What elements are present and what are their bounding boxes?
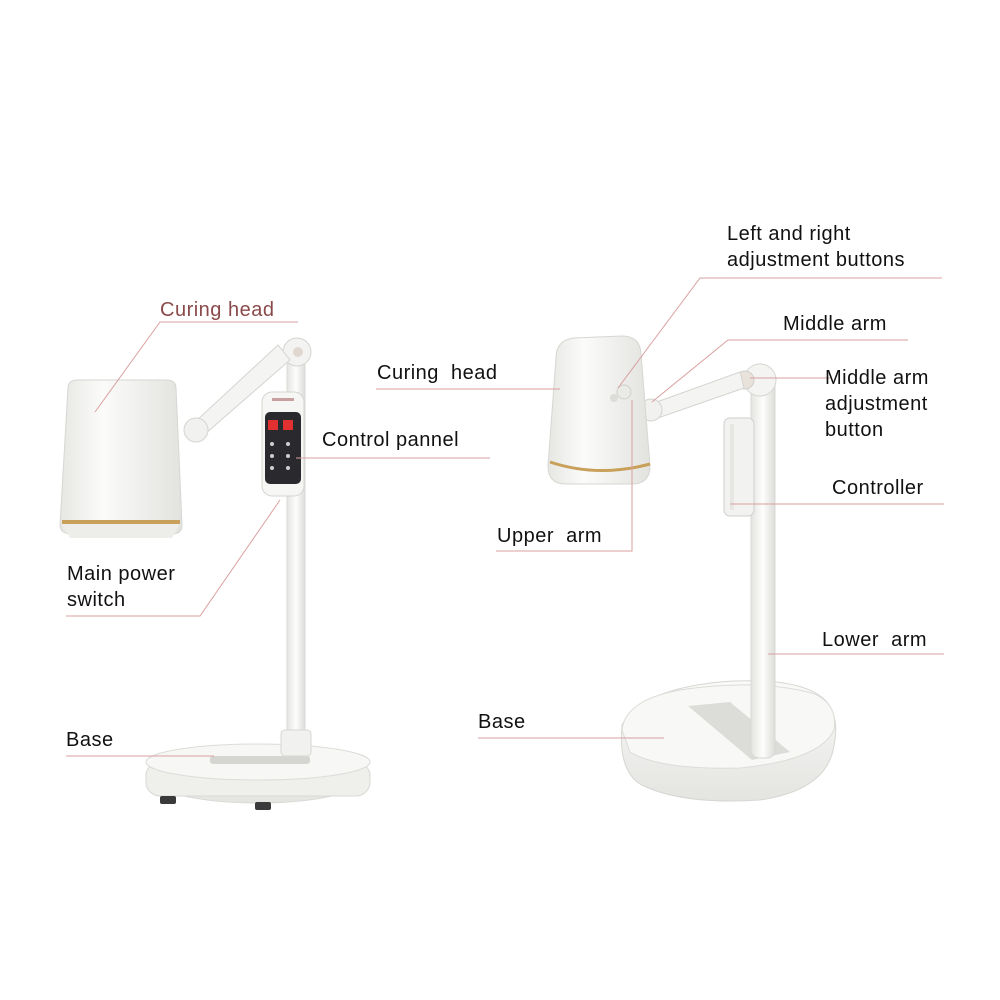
- label-left-control-panel: Control pannel: [322, 429, 460, 451]
- leader-right-upper-arm: [496, 400, 633, 552]
- label-right-left-right-buttons: Left and right adjustment buttons: [727, 223, 905, 271]
- leader-right-left-right-buttons: [617, 277, 942, 389]
- label-left-main-power-switch: Main power switch: [67, 563, 176, 611]
- left-control-panel: [261, 391, 305, 497]
- leader-left-main-power-switch: [66, 499, 281, 617]
- left-arm: [183, 337, 312, 443]
- label-right-upper-arm: Upper arm: [497, 525, 603, 547]
- label-right-curing-head: Curing head: [377, 362, 498, 384]
- left-device: [59, 337, 371, 810]
- left-curing-head: [59, 379, 183, 538]
- left-base: [145, 743, 371, 810]
- leader-right-middle-arm: [651, 339, 908, 403]
- label-right-controller: Controller: [832, 477, 924, 499]
- leader-left-curing-head: [94, 321, 298, 413]
- label-right-lower-arm: Lower arm: [822, 629, 928, 651]
- label-left-base: Base: [66, 729, 114, 751]
- leader-lines: [66, 277, 944, 757]
- label-right-middle-arm: Middle arm: [783, 313, 887, 335]
- right-curing-head: [547, 335, 651, 485]
- right-base: [620, 680, 837, 802]
- right-controller: [723, 417, 755, 517]
- label-left-curing-head: Curing head: [160, 299, 275, 321]
- label-right-base: Base: [478, 711, 526, 733]
- right-device: [547, 335, 837, 802]
- right-lower-arm: [750, 377, 776, 759]
- label-right-middle-arm-button: Middle arm adjustment button: [825, 367, 929, 441]
